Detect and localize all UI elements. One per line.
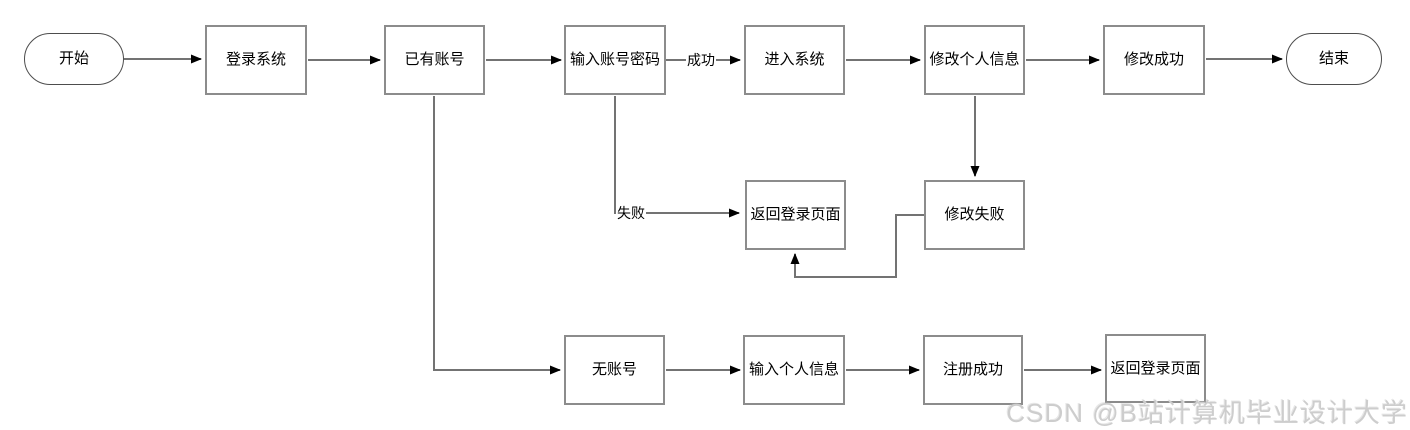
node-edit-fail: 修改失败: [924, 180, 1025, 250]
node-edit-success: 修改成功: [1103, 25, 1205, 95]
node-end: 结束: [1286, 33, 1382, 85]
node-enter-credentials: 输入账号密码: [564, 25, 666, 95]
node-register-success: 注册成功: [923, 335, 1023, 405]
node-login-system: 登录系统: [205, 25, 307, 95]
node-has-account: 已有账号: [384, 25, 485, 95]
node-enter-system: 进入系统: [744, 25, 845, 95]
watermark: CSDN @B站计算机毕业设计大学: [1006, 398, 1408, 428]
node-edit-profile: 修改个人信息: [924, 25, 1025, 95]
edge-has-account-to-no-account: [433, 96, 561, 375]
node-start: 开始: [24, 33, 124, 85]
edge-credentials-to-back-login-fail: [614, 96, 740, 218]
node-back-to-login-bottom: 返回登录页面: [1105, 334, 1206, 403]
node-enter-profile: 输入个人信息: [743, 335, 845, 405]
node-back-to-login-mid: 返回登录页面: [745, 180, 846, 250]
edge-edit-fail-to-back-login: [790, 214, 924, 278]
edge-label-success: 成功: [686, 52, 716, 68]
node-no-account: 无账号: [564, 335, 665, 405]
edge-label-fail: 失败: [616, 205, 646, 221]
